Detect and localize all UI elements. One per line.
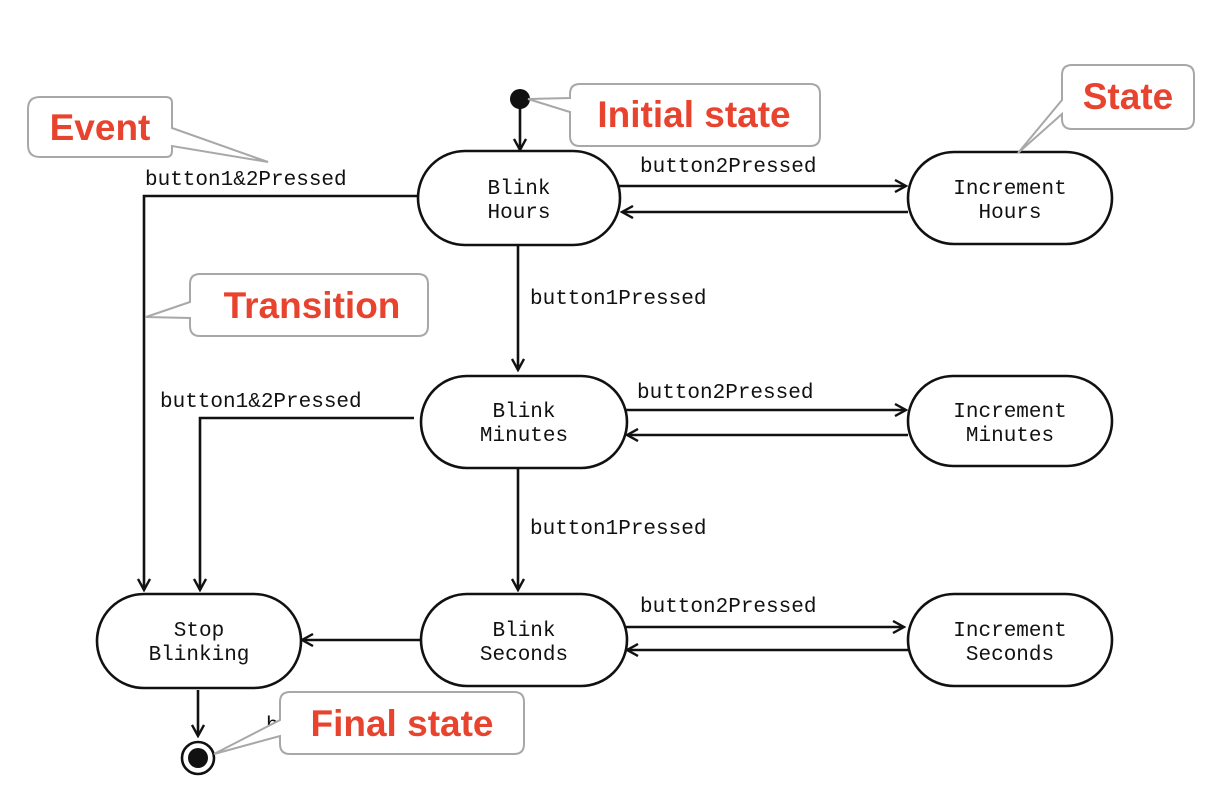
state-label-line2: Seconds — [480, 644, 568, 667]
final-state-symbol — [180, 740, 216, 776]
transition-label-hours-b2: button2Pressed — [640, 156, 816, 179]
callout-event-text: Event — [50, 107, 151, 148]
state-label-line2: Minutes — [966, 425, 1054, 448]
state-blink-minutes: Blink Minutes — [419, 374, 629, 470]
hours-to-stop-arrow — [144, 194, 418, 590]
callout-final-state: Final state — [213, 691, 525, 755]
state-label-line1: Blink — [492, 401, 555, 424]
transition-label-minutes-both: button1&2Pressed — [160, 391, 362, 414]
state-label-line2: Seconds — [966, 644, 1054, 667]
state-label-line1: Stop — [174, 620, 224, 643]
state-blink-seconds: Blink Seconds — [419, 592, 629, 688]
transition-label-minutes-to-seconds: button1Pressed — [530, 518, 706, 541]
state-label-line2: Blinking — [149, 644, 250, 667]
initial-state-dot — [510, 89, 530, 109]
state-label-line2: Hours — [487, 202, 550, 225]
callout-initial-state-text: Initial state — [597, 94, 790, 135]
state-label-line1: Increment — [953, 620, 1066, 643]
state-stop-blinking: Stop Blinking — [95, 592, 303, 690]
state-label-line1: Increment — [953, 178, 1066, 201]
state-blink-hours: Blink Hours — [416, 149, 622, 247]
state-label-line1: Increment — [953, 401, 1066, 424]
callout-initial-state: Initial state — [527, 83, 821, 147]
state-label-line1: Blink — [492, 620, 555, 643]
callout-state: State — [1017, 64, 1195, 154]
state-increment-hours: Increment Hours — [906, 150, 1114, 246]
callout-state-text: State — [1083, 76, 1173, 117]
state-label-line2: Minutes — [480, 425, 568, 448]
state-increment-minutes: Increment Minutes — [906, 374, 1114, 468]
transition-label-minutes-b2: button2Pressed — [637, 382, 813, 405]
transition-label-hours-to-minutes: button1Pressed — [530, 288, 706, 311]
minutes-to-stop-arrow — [200, 416, 414, 590]
callout-event: Event — [27, 96, 269, 163]
callout-transition: Transition — [145, 273, 429, 337]
state-increment-seconds: Increment Seconds — [906, 592, 1114, 688]
callout-transition-text: Transition — [224, 285, 401, 326]
callout-final-state-text: Final state — [311, 703, 494, 744]
state-label-line2: Hours — [978, 202, 1041, 225]
transition-label-hours-both: button1&2Pressed — [145, 169, 347, 192]
transition-label-seconds-b2: button2Pressed — [640, 596, 816, 619]
state-label-line1: Blink — [487, 178, 550, 201]
